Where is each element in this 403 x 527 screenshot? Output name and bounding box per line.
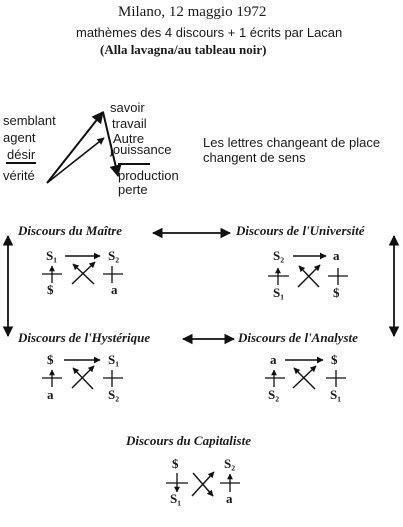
board-note: (Alla lavagna/au tableau noir) [100,42,267,57]
legend-travail: travail [112,116,147,131]
title-analyste: Discours de l'Analyste [238,330,358,345]
legend-desir: désir [7,147,36,162]
hysterique-other: S₁ [108,352,120,367]
legend-diag [46,137,105,184]
title-universite: Discours de l'Université [236,223,365,238]
legend-production: production [118,168,179,183]
legend-semblant: semblant [3,113,56,128]
comment-line-1: Les lettres changeant de place [203,135,381,150]
capitaliste-truth: S₁ [170,491,182,506]
universite-other: a [333,248,340,263]
title-capitaliste: Discours du Capitaliste [126,433,251,448]
maitre-product: a [111,282,118,297]
comment-line-2: changent de sens [203,150,306,165]
analyste-other: $ [331,352,338,367]
legend-verite: vérité [3,168,35,183]
title-maitre: Discours du Maître [18,223,123,238]
legend-arrow-up [46,111,104,184]
date-line: Milano, 12 maggio 1972 [118,4,267,20]
hysterique-product: S₂ [108,387,120,402]
capitaliste-matheme-lines [166,471,240,497]
maitre-truth: $ [47,282,54,297]
analyste-truth: S₂ [268,387,280,402]
hysterique-agent: $ [47,352,54,367]
legend-line-down [102,111,122,178]
universite-agent: S₂ [273,248,285,263]
legend-savoir: savoir [110,100,145,115]
universite-truth: S₁ [273,285,285,300]
maitre-matheme-lines [42,252,123,285]
universite-matheme-lines [268,252,348,288]
hysterique-matheme-lines [42,356,123,390]
capitaliste-agent: $ [172,456,179,471]
analyste-agent: a [270,352,277,367]
analyste-product: S₁ [330,387,342,402]
subtitle: mathèmes des 4 discours + 1 écrits par L… [76,25,343,40]
maitre-agent: S₁ [46,248,58,263]
capitaliste-other: S₂ [224,456,236,471]
universite-product: $ [333,285,340,300]
hysterique-truth: a [47,387,54,402]
legend-jouissance: jouissance [110,142,172,157]
capitaliste-product: a [226,491,233,506]
legend-perte: perte [118,182,148,197]
maitre-other: S₂ [108,248,120,263]
legend-agent: agent [3,130,36,145]
legend-autre: Autre [113,131,145,146]
title-hysterique: Discours de l'Hystérique [18,330,151,345]
analyste-matheme-lines [265,356,346,390]
